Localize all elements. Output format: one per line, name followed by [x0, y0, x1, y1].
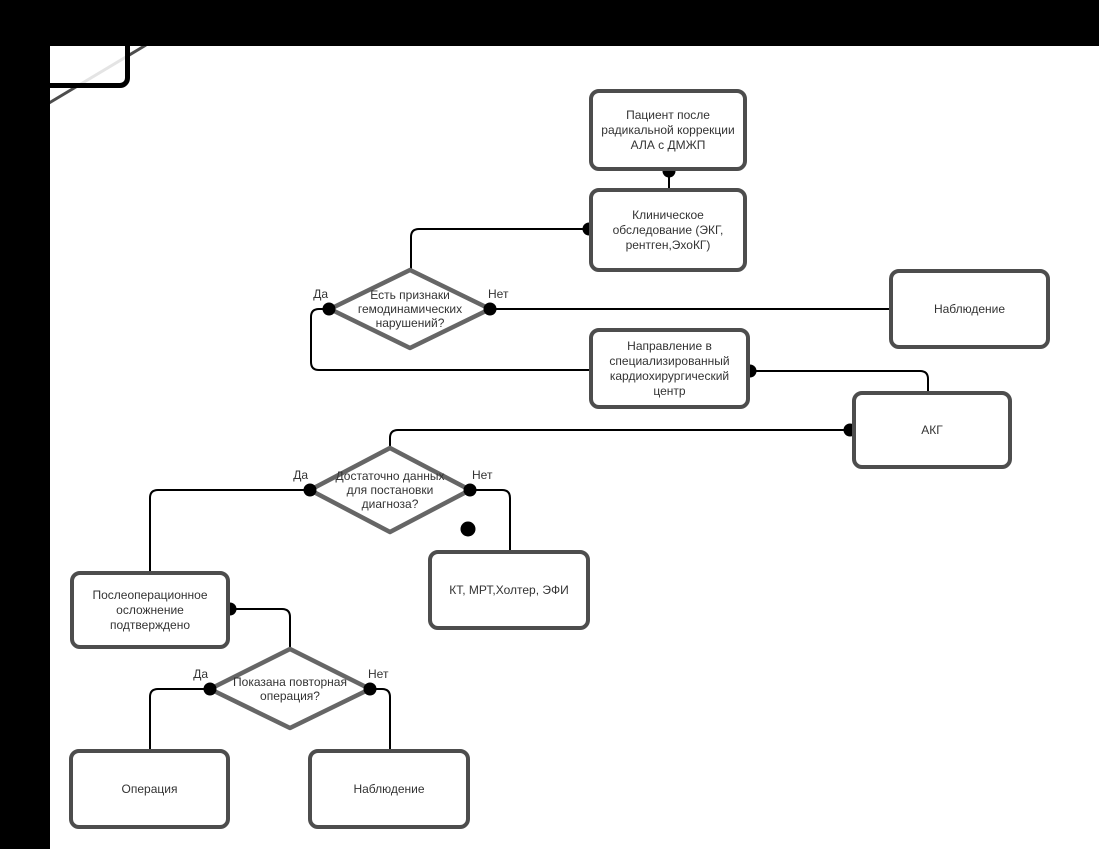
node-clinical-exam[interactable]: Клиническое обследование (ЭКГ, рентген,Э…: [589, 188, 747, 272]
node-akg-label: АКГ: [921, 422, 943, 437]
dot-reoperation-left: [203, 682, 217, 696]
node-observation-1-label: Наблюдение: [933, 301, 1006, 316]
node-observation-2[interactable]: Наблюдение: [308, 749, 470, 829]
node-postop-complication-label: Послеоперационное осложнение подтвержден…: [92, 587, 208, 632]
node-kt-mrt-holter-label: КТ, МРТ,Холтер, ЭФИ: [449, 582, 569, 597]
edge-enough-data-no-to-kt[interactable]: [470, 489, 511, 550]
node-observation-2-label: Наблюдение: [353, 781, 425, 796]
label-hemodynamic-yes: Да: [313, 287, 328, 301]
node-operation-label: Операция: [121, 781, 178, 796]
edge-postop-to-reoperation[interactable]: [230, 608, 291, 649]
dot-hemodynamic-left: [322, 302, 336, 316]
dot-reoperation-right: [363, 682, 377, 696]
edge-reoperation-yes-to-operation[interactable]: [149, 688, 210, 749]
edge-enough-data-yes-to-postop[interactable]: [149, 489, 310, 571]
label-enough-data-no: Нет: [472, 468, 493, 482]
dot-floating: [460, 521, 476, 537]
edge-hemodynamic-yes-to-referral[interactable]: [310, 308, 589, 371]
edge-clinical-to-hemodynamic[interactable]: [410, 228, 589, 270]
node-referral-center-label: Направление в специализированный кардиох…: [609, 338, 730, 398]
node-postop-complication[interactable]: Послеоперационное осложнение подтвержден…: [70, 571, 230, 649]
dot-enough-data-left: [303, 483, 317, 497]
edge-reoperation-no-to-observation2[interactable]: [370, 688, 391, 749]
node-kt-mrt-holter[interactable]: КТ, МРТ,Холтер, ЭФИ: [428, 550, 590, 630]
decision-enough-data-text: Достаточно данных для постановки диагноз…: [335, 469, 445, 511]
label-reoperation-no: Нет: [368, 667, 389, 681]
decision-reoperation-text: Показана повторная операция?: [233, 674, 347, 703]
node-observation-1[interactable]: Наблюдение: [889, 269, 1050, 349]
decision-reoperation-shape[interactable]: [207, 646, 373, 731]
edge-referral-to-akg[interactable]: [750, 370, 929, 391]
label-reoperation-yes: Да: [193, 667, 208, 681]
dot-hemodynamic-right: [483, 302, 497, 316]
node-patient-label: Пациент после радикальной коррекции АЛА …: [601, 107, 735, 152]
frame-top-bar: [0, 0, 1099, 46]
node-clinical-exam-label: Клиническое обследование (ЭКГ, рентген,Э…: [612, 207, 724, 252]
node-operation[interactable]: Операция: [69, 749, 230, 829]
node-referral-center[interactable]: Направление в специализированный кардиох…: [589, 328, 750, 409]
dot-enough-data-right: [463, 483, 477, 497]
label-enough-data-yes: Да: [293, 468, 308, 482]
node-patient[interactable]: Пациент после радикальной коррекции АЛА …: [589, 89, 747, 171]
decision-enough-data-shape[interactable]: [307, 445, 473, 535]
edge-akg-to-enough-data[interactable]: [389, 429, 850, 448]
node-akg[interactable]: АКГ: [852, 391, 1012, 469]
label-hemodynamic-no: Нет: [488, 287, 509, 301]
frame-left-bar: [0, 0, 50, 849]
decision-hemodynamic-text: Есть признаки гемодинамических нарушений…: [357, 288, 463, 330]
decision-hemodynamic-shape[interactable]: [327, 267, 493, 351]
